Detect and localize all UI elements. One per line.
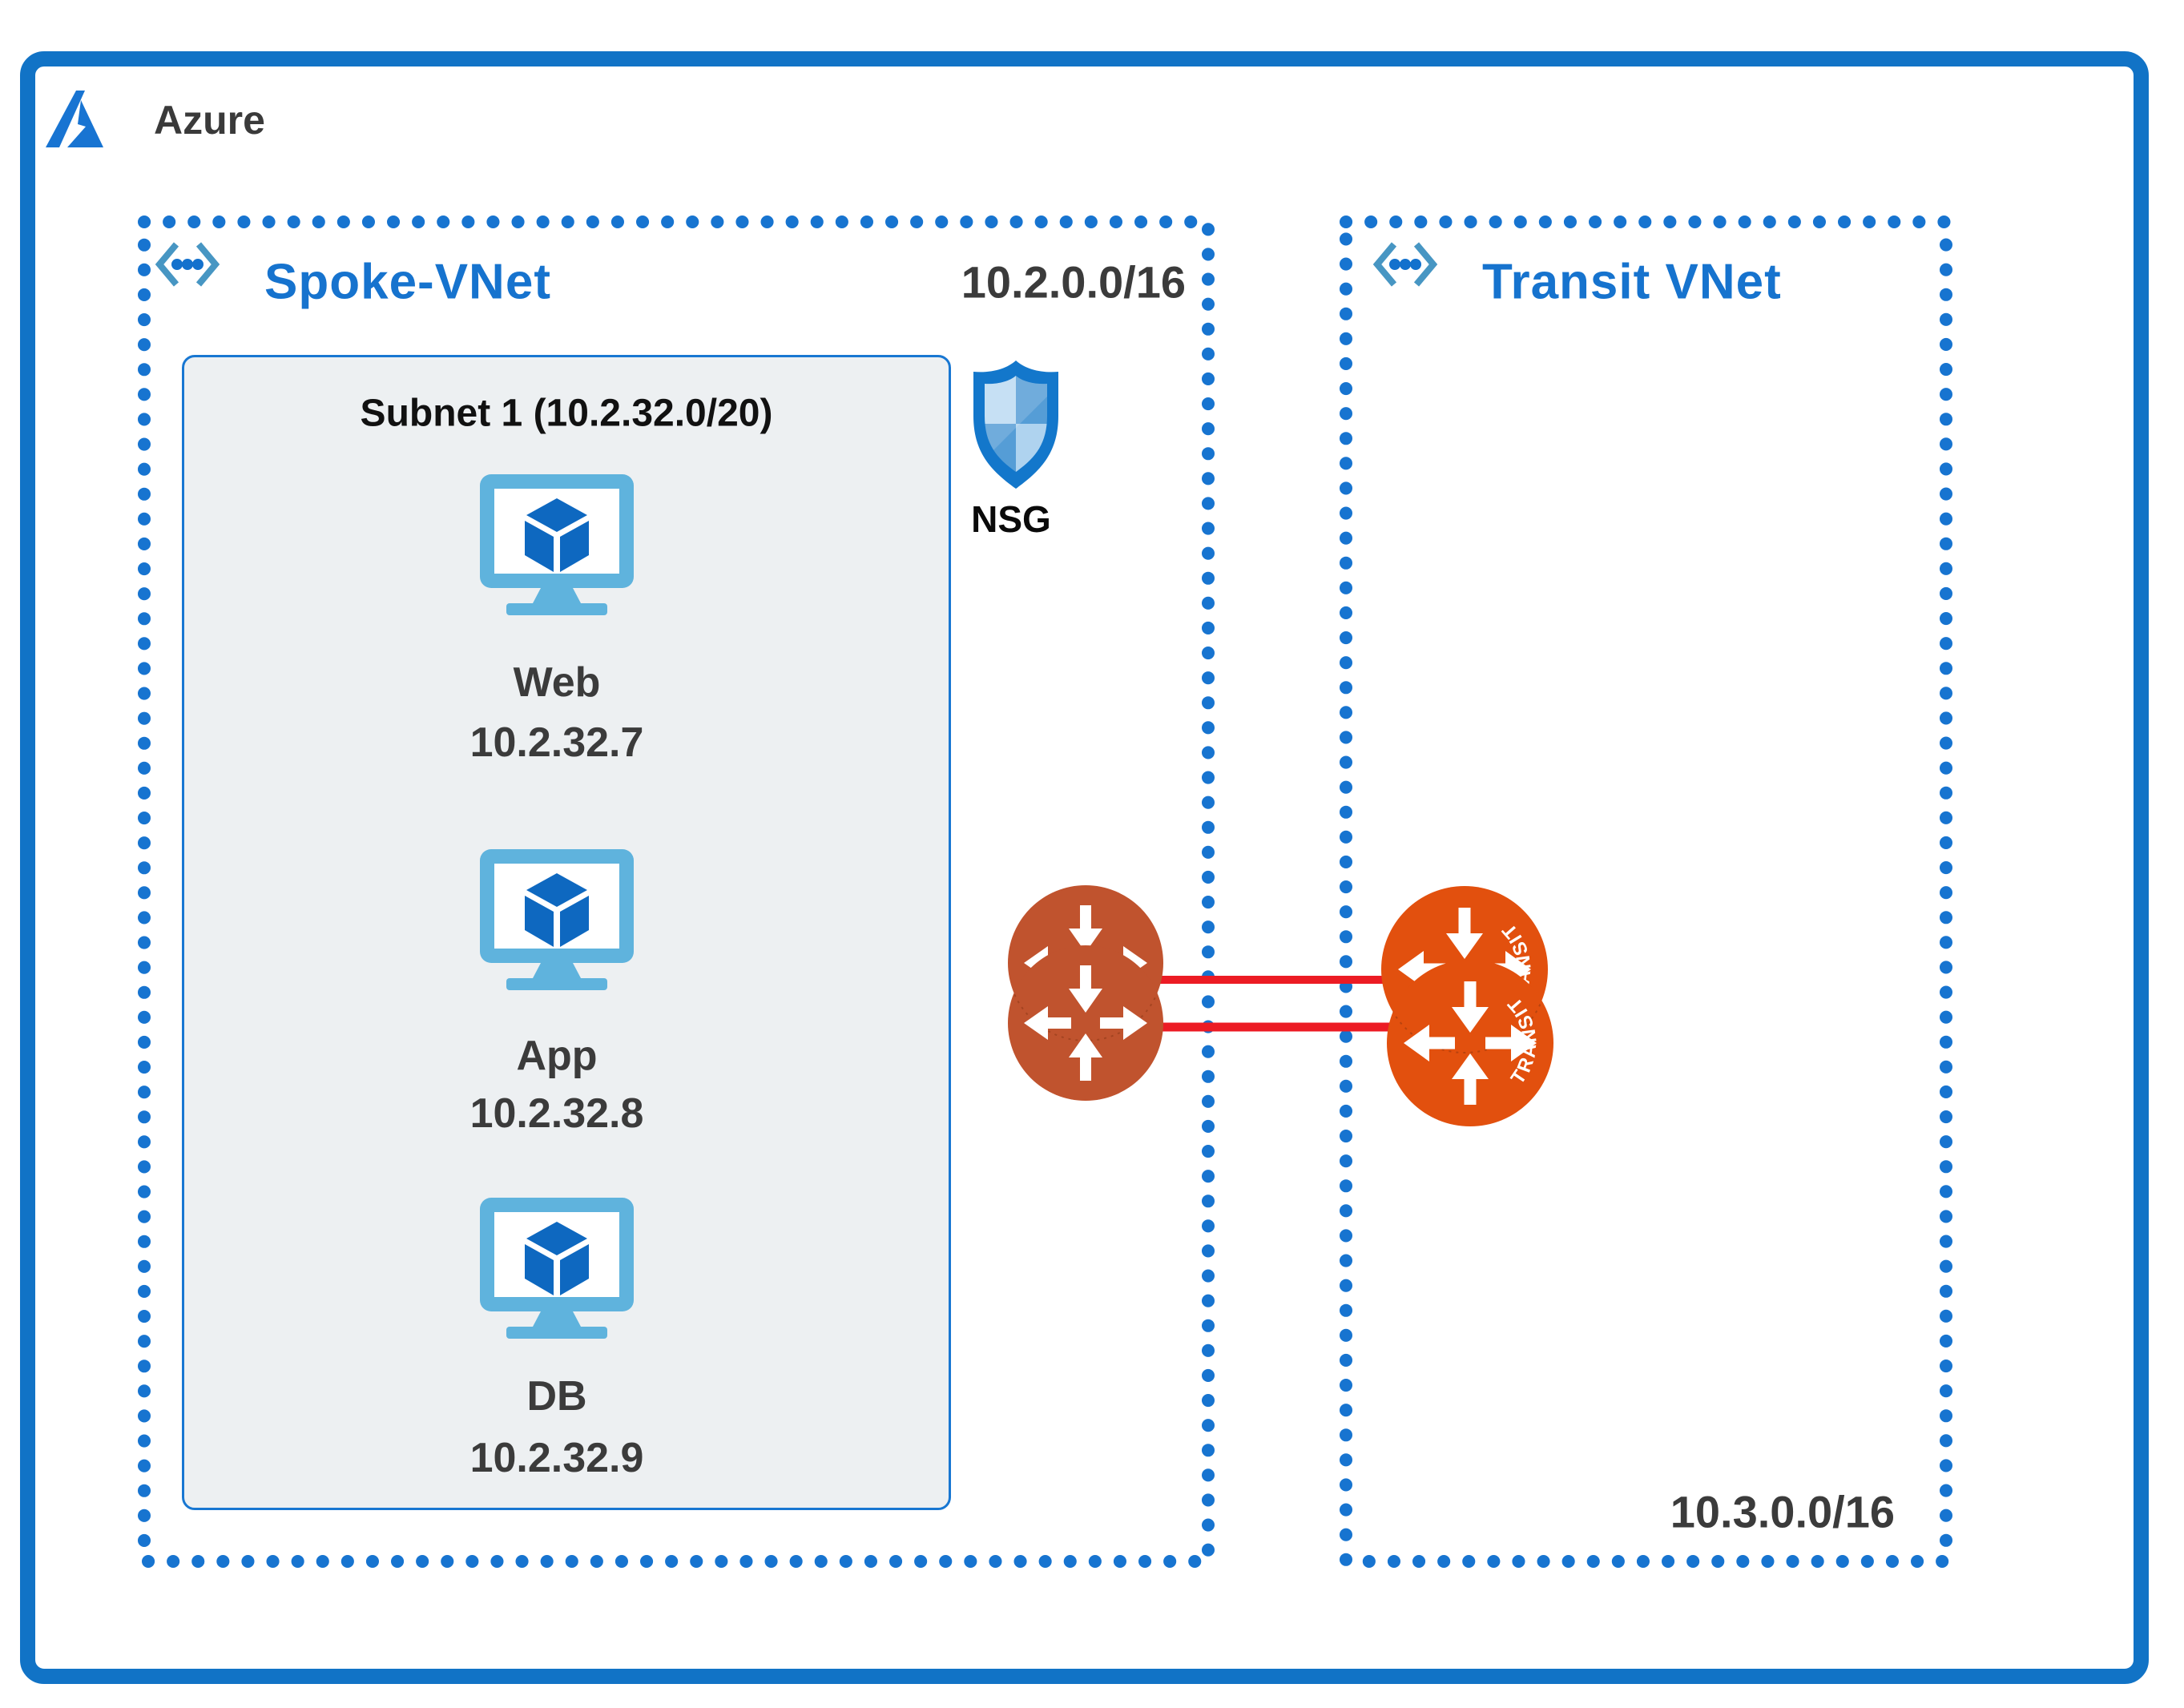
vnet-icon [155,242,220,287]
spoke-vnet-dotted-border [138,216,1215,1568]
vm-ip: 10.2.32.9 [469,1435,644,1481]
azure-boundary-box [20,51,2149,1684]
vm-icon [480,1198,634,1339]
vm-name: DB [526,1373,587,1420]
vm-ip: 10.2.32.8 [469,1090,644,1137]
spoke-vnet-title: Spoke-VNet [264,254,551,310]
nsg-shield-icon [973,361,1058,489]
vnet-icon [1372,242,1438,287]
transit-vnet-cidr: 10.3.0.0/16 [1670,1486,1895,1537]
azure-logo-icon [46,91,103,147]
spoke-gateway-pair-icon [1008,885,1163,1101]
transit-vnet-title: Transit VNet [1482,254,1782,310]
spoke-vnet-cidr: 10.2.0.0/16 [961,256,1186,308]
transit-gateway-pair-icon: TRANSIT TRANSIT [1381,886,1553,1126]
vm-name: Web [513,659,601,706]
transit-vnet-dotted-border [1340,216,1952,1568]
azure-label: Azure [154,98,265,143]
vm-icon [480,474,634,615]
vm-name: App [516,1033,598,1079]
vm-ip: 10.2.32.7 [469,719,644,766]
nsg-label: NSG [971,498,1051,540]
subnet-title: Subnet 1 (10.2.32.0/20) [360,392,773,435]
vm-icon [480,849,634,990]
